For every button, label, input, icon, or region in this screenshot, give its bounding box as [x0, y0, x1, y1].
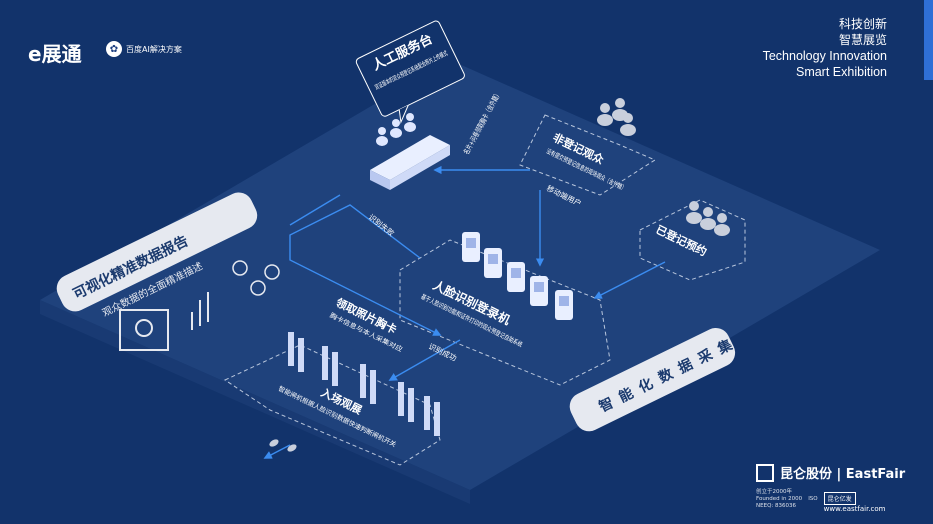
company-mark-icon — [756, 463, 774, 482]
service-desk-bubble: 人工服务台 双证版本的双众预登记系统配合照片上传模式 — [355, 20, 465, 125]
face-kiosk-row — [462, 232, 573, 320]
brand-logo: e展通 — [28, 42, 82, 66]
face-kiosk — [462, 232, 480, 262]
registered-people-icon — [686, 201, 730, 236]
iso-badge: ISO — [808, 496, 818, 502]
face-kiosk — [555, 290, 573, 320]
tagline-zh-1: 科技创新 — [838, 17, 887, 31]
arrow-desk-to-badge — [289, 194, 341, 226]
gate-pair — [288, 332, 304, 372]
tagline: 科技创新 智慧展览 Technology Innovation Smart Ex… — [763, 16, 887, 80]
face-kiosk — [530, 276, 548, 306]
partner-badge: ✿ 百度AI解决方案 — [106, 40, 202, 58]
face-kiosk — [484, 248, 502, 278]
search-box: 昆仑亿发 — [823, 492, 856, 505]
neeq-text: NEEQ: 836036 — [756, 503, 796, 509]
founded-text: 创立于2000年 — [756, 489, 792, 495]
company-name: 昆仑股份 | EastFair — [780, 467, 906, 482]
gate-pair — [322, 346, 338, 386]
tagline-en-2: Smart Exhibition — [795, 65, 887, 79]
service-desk-counter — [370, 135, 450, 190]
zone-entry — [223, 344, 441, 466]
arrow-exit — [263, 444, 291, 459]
unregistered-people-icon — [597, 98, 636, 136]
arrow-registered-to-kiosk — [593, 261, 666, 299]
arrow-kiosk-to-desk — [289, 204, 442, 336]
isometric-platform — [40, 60, 880, 490]
gate-pair — [398, 382, 414, 422]
arrow-kiosk-to-entry — [388, 339, 461, 381]
accent-bar — [924, 0, 933, 80]
service-desk-people-icon — [376, 113, 416, 146]
footprints-icon — [269, 439, 297, 452]
founded-en-text: Founded in 2000 — [756, 496, 803, 502]
partner-label: 百度AI解决方案 — [126, 44, 182, 54]
entry-gates — [288, 332, 440, 436]
tagline-en-1: Technology Innovation — [762, 49, 887, 63]
tagline-zh-2: 智慧展览 — [838, 33, 887, 47]
baidu-paw-icon: ✿ — [106, 41, 122, 57]
money-icon — [232, 260, 280, 296]
company-url: www.eastfair.com — [823, 505, 886, 513]
gate-pair — [360, 364, 376, 404]
face-kiosk — [507, 262, 525, 292]
report-chart-icon — [119, 292, 209, 351]
zone-kiosk — [399, 239, 611, 386]
gate-pair — [424, 396, 440, 436]
company-logo: 昆仑股份 | EastFair 创立于2000年 Founded in 2000… — [756, 463, 926, 513]
